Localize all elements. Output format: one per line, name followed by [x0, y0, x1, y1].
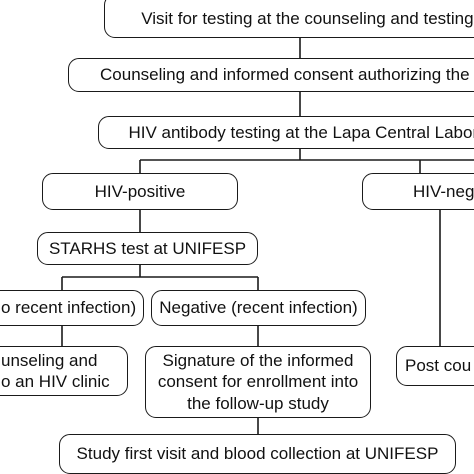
signature-line-3: the follow-up study [187, 393, 329, 413]
hiv-antibody-testing-box: HIV antibody testing at the Lapa Central… [98, 116, 474, 149]
visit-box: Visit for testing at the counseling and … [104, 0, 474, 38]
starhs-test-box: STARHS test at UNIFESP [37, 232, 258, 265]
study-first-visit-box: Study first visit and blood collection a… [59, 434, 456, 474]
post-counseling-box: Post cou [396, 346, 474, 386]
counseling-hiv-clinic-box: unseling and o an HIV clinic [0, 346, 128, 396]
signature-line-2: consent for enrollment into [157, 372, 359, 392]
counseling-clinic-line-1: unseling and [1, 350, 98, 370]
hiv-negative-box: HIV-neg [362, 173, 474, 210]
signature-line-1: Signature of the informed [162, 351, 354, 371]
signature-consent-box: Signature of the informed consent for en… [145, 346, 371, 418]
counseling-consent-box: Counseling and informed consent authoriz… [68, 58, 474, 92]
hiv-positive-box: HIV-positive [42, 173, 238, 210]
counseling-clinic-line-2: o an HIV clinic [1, 372, 110, 391]
negative-recent-infection-box: Negative (recent infection) [151, 290, 366, 326]
no-recent-infection-box: o recent infection) [0, 290, 144, 326]
